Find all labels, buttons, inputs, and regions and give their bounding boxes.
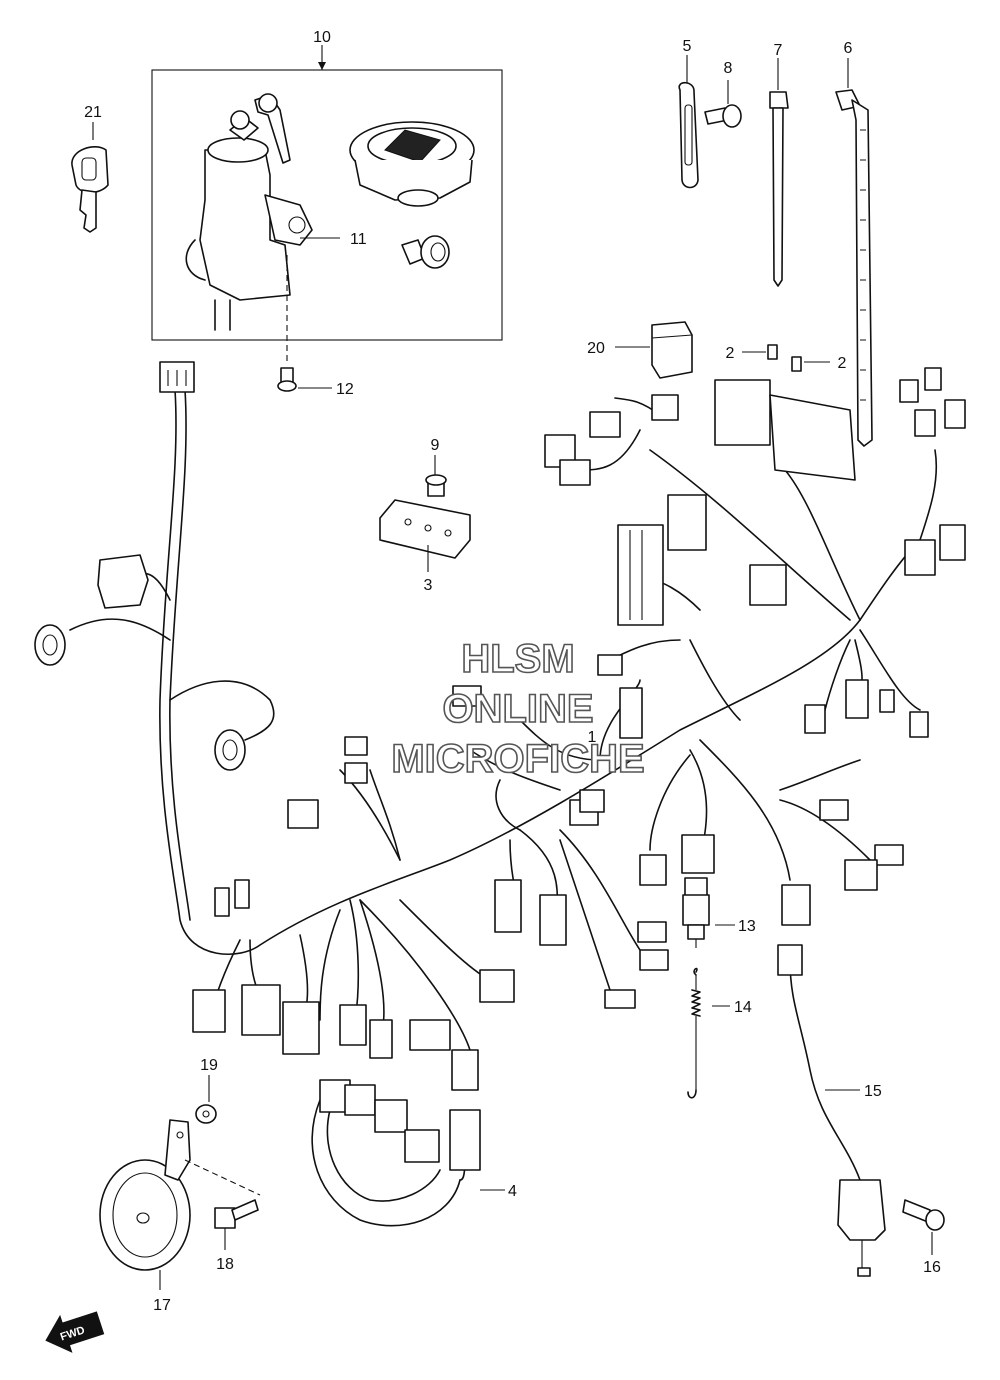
connector[interactable] [619, 687, 643, 739]
connector[interactable] [452, 685, 482, 707]
switch-13[interactable] [682, 877, 735, 948]
bolt-18[interactable] [214, 1199, 259, 1250]
connector[interactable] [589, 411, 621, 438]
callout-5: 5 [683, 38, 692, 55]
watermark-line-1: HLSM [461, 637, 574, 681]
callout-11: 11 [350, 231, 367, 248]
connector[interactable] [287, 736, 368, 829]
leader-12 [286, 255, 332, 389]
callout-8: 8 [724, 60, 733, 77]
key-icon[interactable] [71, 122, 109, 233]
callout-1: 1 [588, 729, 597, 746]
connector[interactable] [192, 879, 320, 1055]
fwd-arrow-icon: FWD [45, 1311, 105, 1353]
connector[interactable] [97, 554, 149, 609]
connector[interactable] [639, 834, 715, 886]
spring-14[interactable] [687, 967, 730, 1099]
connector[interactable] [667, 494, 707, 551]
lock-set-box [151, 45, 503, 341]
cable-tie-7[interactable] [769, 58, 789, 287]
ignition-switch[interactable] [185, 93, 313, 331]
callout-7: 7 [774, 42, 783, 59]
connector[interactable] [714, 379, 856, 481]
switch-15[interactable] [777, 944, 886, 1277]
callout-20: 20 [587, 340, 605, 357]
seat-lock-cylinder[interactable] [401, 235, 450, 269]
cable-tie-6[interactable] [835, 58, 873, 447]
callout-10: 10 [313, 29, 331, 46]
callout-15: 15 [864, 1083, 882, 1100]
callout-16: 16 [923, 1259, 941, 1276]
bracket-3[interactable] [379, 499, 471, 572]
clamp-5[interactable] [678, 55, 699, 189]
connector[interactable] [597, 654, 623, 676]
connector[interactable] [804, 679, 929, 738]
callout-13: 13 [738, 918, 756, 935]
connector[interactable] [159, 361, 195, 393]
watermark-line-3: MICROFICHE [391, 737, 644, 781]
connector[interactable] [544, 434, 591, 486]
sub-harness-4[interactable] [311, 1079, 505, 1227]
connector[interactable] [494, 879, 567, 946]
fuse-2b[interactable] [791, 356, 830, 372]
screw-12[interactable] [277, 367, 297, 392]
connector[interactable] [749, 564, 787, 606]
connector[interactable] [904, 524, 966, 576]
callout-3: 3 [424, 577, 433, 594]
connector[interactable] [479, 969, 515, 1003]
callout-17: 17 [153, 1297, 171, 1314]
connector[interactable] [214, 729, 246, 771]
callout-2: 2 [726, 345, 735, 362]
watermark: HLSM ONLINE MICROFICHE [391, 636, 646, 782]
callout-21: 21 [84, 104, 102, 121]
connector[interactable] [899, 367, 966, 437]
connector[interactable] [617, 524, 664, 626]
relay-20[interactable] [615, 321, 693, 379]
callout-12: 12 [336, 381, 354, 398]
callout-18: 18 [216, 1256, 234, 1273]
callout-4: 4 [508, 1183, 517, 1200]
connector[interactable] [781, 799, 904, 926]
callout-19: 19 [200, 1057, 218, 1074]
callout-14: 14 [734, 999, 752, 1016]
bolt-9[interactable] [425, 455, 447, 497]
connector[interactable] [569, 789, 605, 826]
callout-9: 9 [431, 437, 440, 454]
fuel-cap[interactable] [349, 121, 475, 207]
callout-6: 6 [844, 40, 853, 57]
fuse-2a[interactable] [742, 344, 778, 360]
connector[interactable] [34, 624, 66, 666]
bolt-8[interactable] [704, 80, 742, 128]
nut-19[interactable] [195, 1075, 217, 1124]
connector[interactable] [339, 1004, 479, 1091]
bolt-16[interactable] [902, 1199, 945, 1255]
connector[interactable] [604, 921, 669, 1009]
horn-17[interactable] [99, 1119, 261, 1290]
watermark-line-2: ONLINE [442, 687, 593, 731]
callout-2: 2 [838, 355, 847, 372]
connector[interactable] [651, 394, 679, 421]
